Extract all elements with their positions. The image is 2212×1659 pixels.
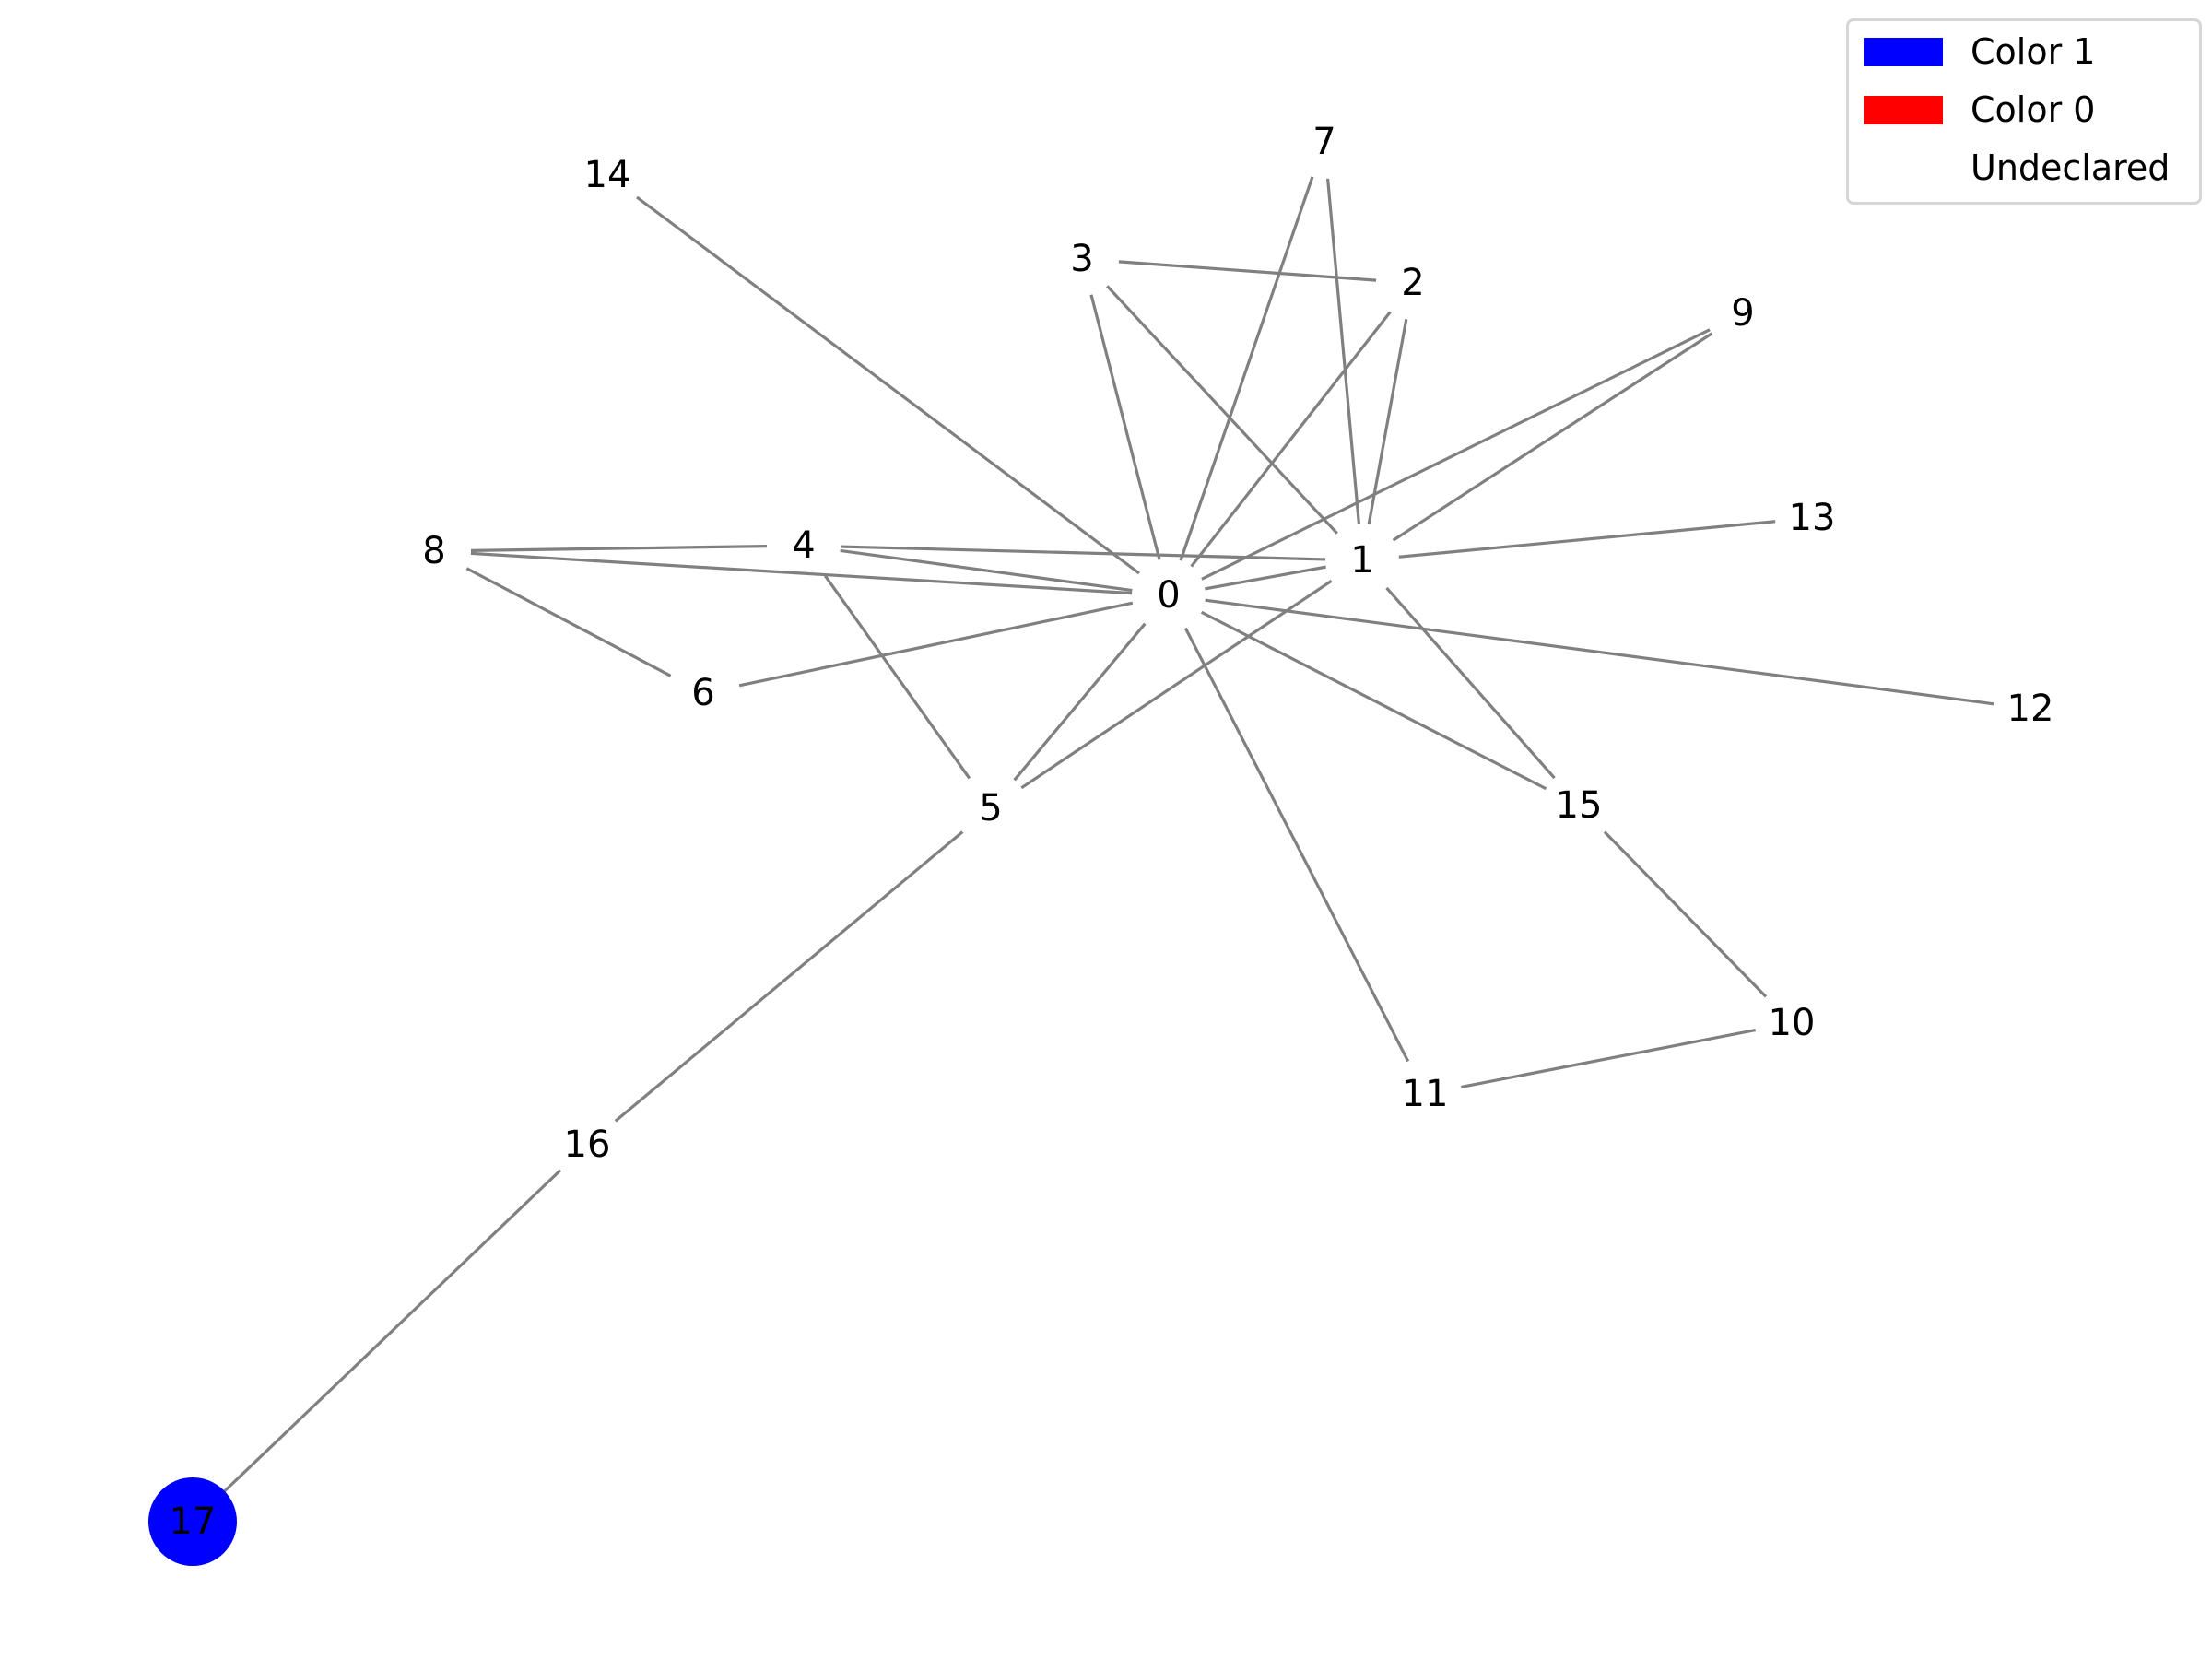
node-label-0: 0: [1157, 574, 1180, 617]
edge-1-5: [1020, 579, 1333, 790]
legend-label-color-1: Color 1: [1971, 31, 2096, 72]
edge-0-8: [470, 551, 1133, 595]
edge-1-3: [1106, 285, 1338, 535]
edge-0-2: [1190, 311, 1392, 568]
edge-0-3: [1089, 294, 1161, 560]
node-4: 4: [792, 524, 815, 567]
node-label-15: 15: [1556, 784, 1603, 827]
legend-item-color-1: Color 1: [1849, 27, 2199, 73]
edge-0-1: [1205, 565, 1326, 591]
edge-10-15: [1603, 830, 1768, 998]
edge-0-15: [1200, 610, 1547, 791]
edges-layer: [218, 176, 1994, 1498]
edge-5-16: [614, 830, 964, 1123]
node-label-11: 11: [1402, 1073, 1449, 1115]
node-label-7: 7: [1312, 121, 1335, 163]
node-2: 2: [1401, 262, 1424, 304]
edge-0-4: [840, 548, 1133, 593]
node-label-8: 8: [422, 530, 445, 572]
node-label-6: 6: [691, 672, 714, 714]
edge-1-9: [1392, 332, 1713, 542]
node-label-1: 1: [1350, 539, 1373, 582]
edge-1-4: [840, 545, 1326, 561]
legend-swatch-undeclared: [1864, 154, 1943, 182]
edge-0-7: [1179, 176, 1314, 561]
node-label-17: 17: [170, 1500, 217, 1543]
node-8: 8: [422, 530, 445, 572]
node-label-5: 5: [979, 787, 1002, 830]
legend-label-color-0: Color 0: [1971, 89, 2096, 130]
node-9: 9: [1731, 292, 1754, 335]
legend-label-undeclared: Undeclared: [1971, 147, 2171, 188]
node-label-14: 14: [584, 154, 631, 196]
node-15: 15: [1556, 784, 1603, 827]
node-17: 17: [148, 1477, 237, 1566]
legend-item-undeclared: Undeclared: [1849, 143, 2199, 189]
edge-1-7: [1326, 178, 1360, 524]
node-1: 1: [1350, 539, 1373, 582]
edge-2-3: [1118, 260, 1377, 282]
node-12: 12: [2007, 688, 2054, 730]
node-13: 13: [1789, 497, 1836, 539]
edge-1-13: [1398, 520, 1776, 559]
node-16: 16: [564, 1124, 611, 1166]
edge-0-6: [738, 601, 1134, 688]
edge-10-11: [1460, 1029, 1757, 1088]
node-label-12: 12: [2007, 688, 2054, 730]
edge-1-15: [1385, 586, 1556, 780]
node-label-3: 3: [1070, 238, 1093, 280]
edge-4-8: [470, 544, 768, 553]
legend-swatch-color-0: [1864, 96, 1943, 124]
node-3: 3: [1070, 238, 1093, 280]
edge-0-11: [1183, 627, 1410, 1063]
edge-4-5: [823, 574, 971, 780]
node-label-2: 2: [1401, 262, 1424, 304]
node-10: 10: [1769, 1002, 1816, 1044]
legend-item-color-0: Color 0: [1849, 85, 2199, 131]
legend-swatch-color-1: [1864, 38, 1943, 66]
node-5: 5: [979, 787, 1002, 830]
legend: Color 1 Color 0 Undeclared: [1846, 18, 2202, 205]
node-14: 14: [584, 154, 631, 196]
node-6: 6: [691, 672, 714, 714]
node-label-13: 13: [1789, 497, 1836, 539]
node-label-10: 10: [1769, 1002, 1816, 1044]
edge-16-17: [218, 1169, 562, 1498]
node-label-9: 9: [1731, 292, 1754, 335]
node-label-4: 4: [792, 524, 815, 567]
edge-1-2: [1367, 319, 1408, 524]
edge-0-9: [1201, 328, 1711, 581]
node-label-16: 16: [564, 1124, 611, 1166]
node-circle-17: [148, 1477, 237, 1566]
node-0: 0: [1157, 574, 1180, 617]
edge-0-14: [636, 195, 1140, 575]
edge-0-12: [1205, 598, 1994, 706]
edge-6-8: [465, 567, 672, 677]
node-11: 11: [1402, 1073, 1449, 1115]
node-7: 7: [1312, 121, 1335, 163]
edge-0-5: [1013, 622, 1147, 782]
